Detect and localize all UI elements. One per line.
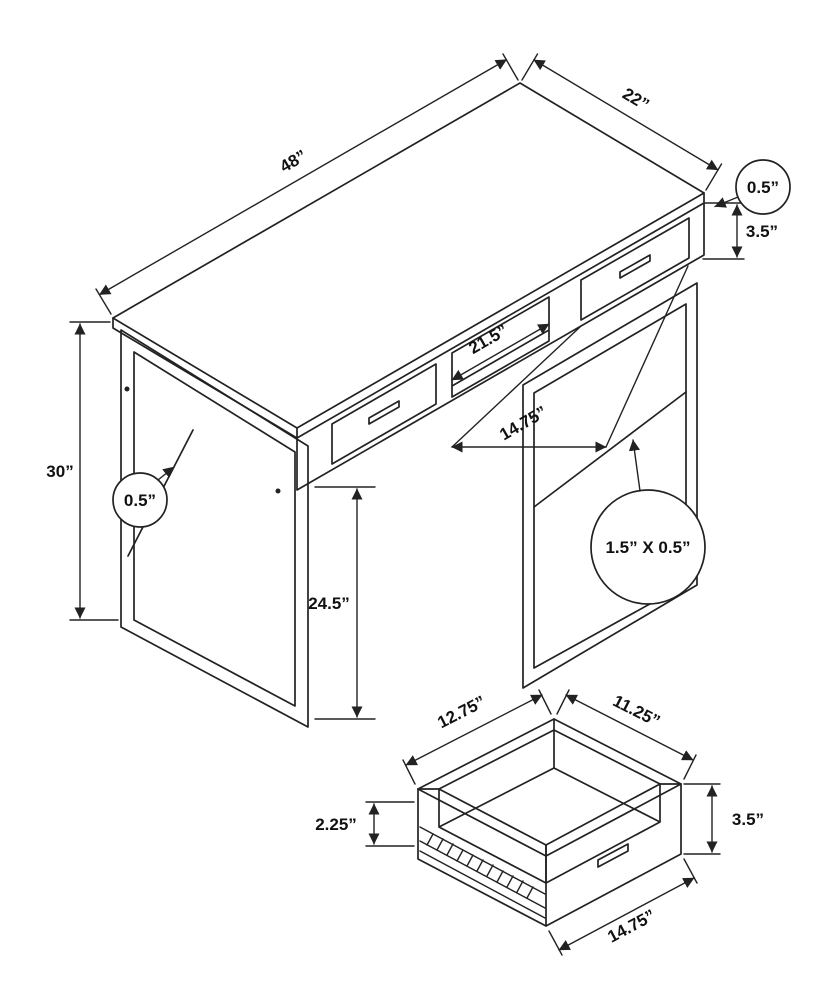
callout-edge-thickness: 0.5” <box>714 159 791 215</box>
brace-thickness-circle <box>112 472 168 528</box>
drawer-interior <box>438 729 661 884</box>
desk-width-label: 48” <box>277 146 310 176</box>
frame-tube-circle <box>590 489 706 605</box>
dim-desk-height: 30” <box>46 321 119 621</box>
dim-desk-depth: 22” <box>521 53 723 191</box>
left-leg-frame <box>120 329 309 728</box>
left-drawer-front <box>331 363 437 465</box>
desk-top-thickness <box>112 192 705 439</box>
drawer-inner-depth-label: 11.25” <box>610 691 663 731</box>
drawer-outer-rim <box>417 718 682 857</box>
dim-desk-clearance: 24.5” <box>308 486 376 720</box>
callout-brace-thickness: 0.5” <box>112 466 175 528</box>
left-leg-bolt-bottom <box>275 488 281 494</box>
dim-drawer-rail-height: 2.25” <box>315 801 415 847</box>
dim-drawer-front-width: 14.75” <box>548 858 698 956</box>
edge-thickness-label: 0.5” <box>747 178 779 197</box>
cubby-opening <box>451 296 550 398</box>
drawer-rail-hatching <box>426 833 534 899</box>
apron-height-label: 3.5” <box>746 222 778 241</box>
left-drawer-handle <box>368 400 400 425</box>
drawer-detail-view <box>417 718 682 927</box>
desk-depth-label: 22” <box>619 84 652 114</box>
dim-apron-height: 3.5” <box>702 202 778 260</box>
drawer-front-height-label: 3.5” <box>732 810 764 829</box>
desk-isometric-view <box>112 82 705 728</box>
dim-desk-width: 48” <box>95 53 519 315</box>
edge-thickness-circle <box>735 159 791 215</box>
desk-top <box>112 82 705 429</box>
desk-dimensions: 48” 22” 30” 24.5” <box>46 53 791 720</box>
right-drawer-handle <box>619 254 651 279</box>
dim-drawer-front-height: 3.5” <box>683 783 764 855</box>
frame-tube-label: 1.5” X 0.5” <box>605 538 690 557</box>
desk-clearance-label: 24.5” <box>308 594 350 613</box>
right-drawer-front <box>580 217 690 321</box>
drawer-rim-thickness <box>417 718 682 857</box>
callout-frame-tube: 1.5” X 0.5” <box>590 439 706 605</box>
right-leg-brace <box>533 391 687 508</box>
drawer-front-handle <box>597 843 629 868</box>
desk-height-label: 30” <box>46 462 73 481</box>
drawer-inner-rim <box>438 729 661 846</box>
brace-thickness-label: 0.5” <box>124 491 156 510</box>
dim-drawer-inner-depth: 11.25” <box>556 689 697 780</box>
left-leg-bolt-top <box>124 386 130 392</box>
drawer-rail-height-label: 2.25” <box>315 815 357 834</box>
